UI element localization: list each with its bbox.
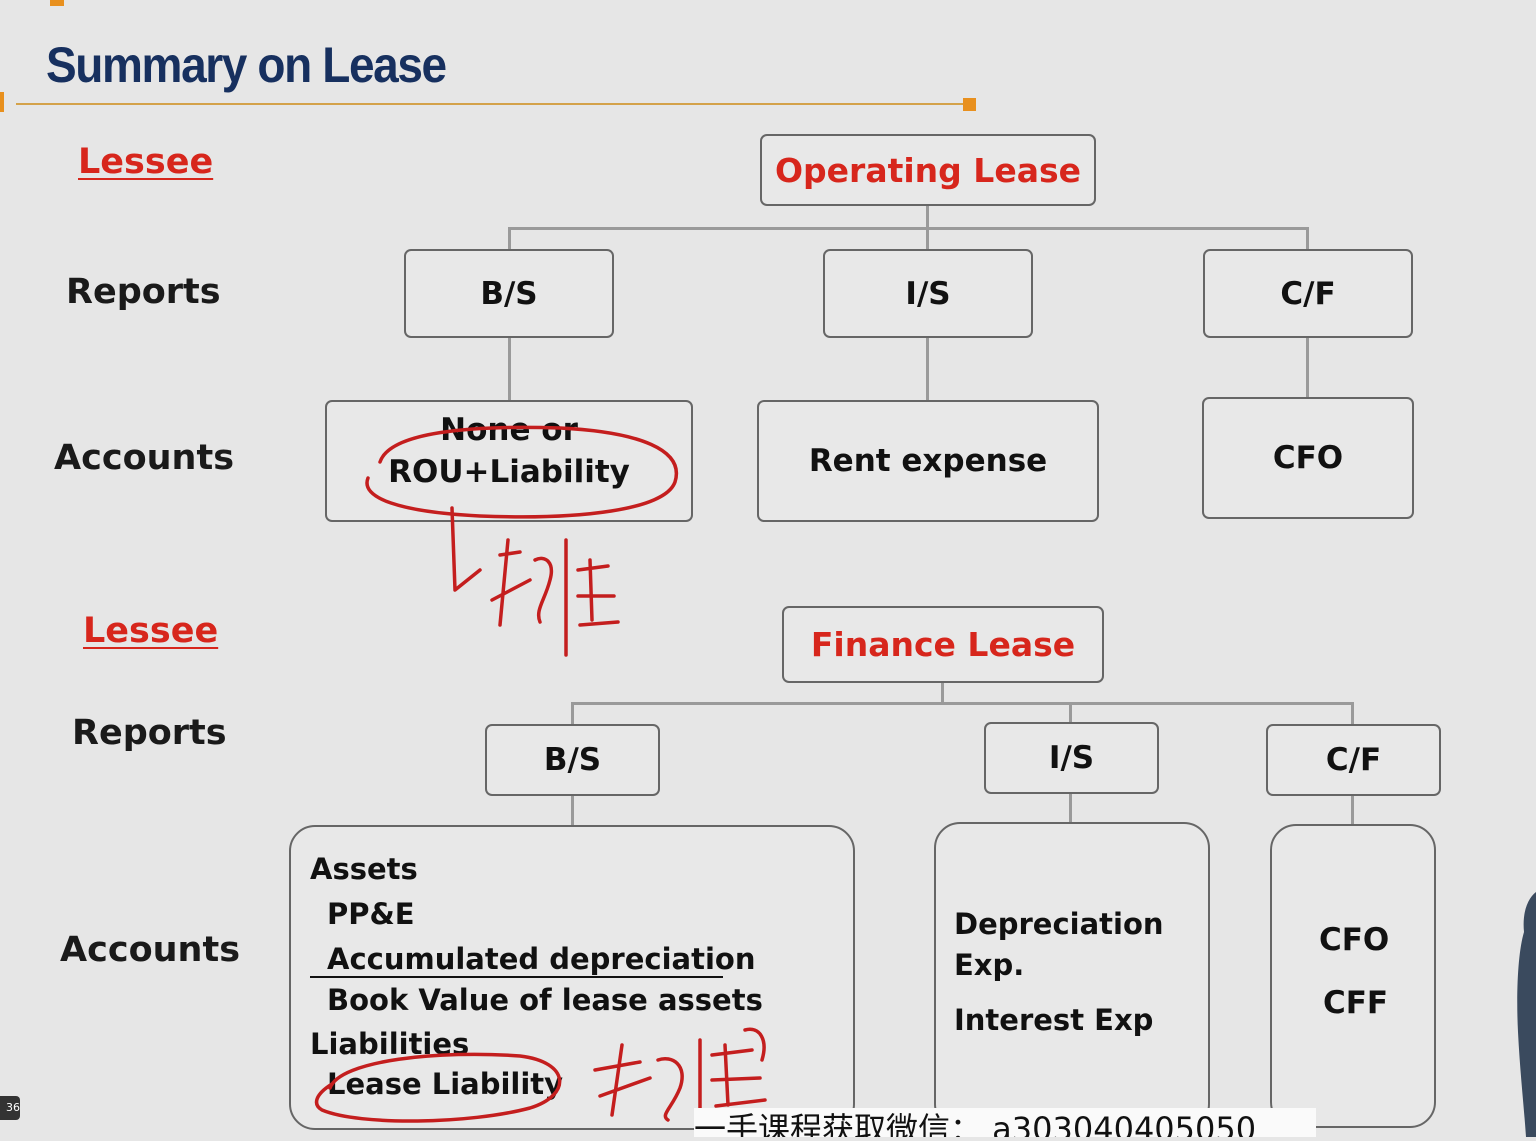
finance-is-depreciation-exp: Exp. — [954, 948, 1025, 982]
finance-bs-book-value: Book Value of lease assets — [327, 983, 763, 1017]
finance-bs-accumulated-depreciation: Accumulated depreciation — [327, 942, 756, 976]
finance-cf-cfo: CFO — [1319, 922, 1390, 958]
finance-bs-assets-heading: Assets — [310, 852, 418, 886]
connector — [571, 702, 1354, 705]
accounts-row-label-operating: Accounts — [54, 438, 235, 478]
finance-is-report: I/S — [984, 722, 1159, 794]
operating-lease-root: Operating Lease — [760, 134, 1096, 206]
operating-is-accounts: Rent expense — [757, 400, 1099, 522]
finance-cf-report: C/F — [1266, 724, 1441, 796]
accounts-row-label-finance: Accounts — [60, 930, 241, 970]
operating-bs-report: B/S — [404, 249, 614, 338]
finance-is-interest-exp: Interest Exp — [954, 1003, 1154, 1037]
finance-bs-ppe: PP&E — [327, 897, 415, 931]
connector — [1069, 702, 1072, 722]
lessee-heading-operating: Lessee — [78, 142, 214, 182]
title-underline — [16, 103, 968, 105]
connector — [1351, 795, 1354, 825]
finance-is-depreciation: Depreciation — [954, 907, 1164, 941]
lessee-heading-finance: Lessee — [83, 611, 219, 651]
finance-cf-cff: CFF — [1323, 985, 1389, 1021]
presenter-image — [1514, 892, 1536, 1137]
connector — [1069, 793, 1072, 823]
finance-cf-accounts — [1270, 824, 1436, 1128]
operating-bs-accounts-line1: None or — [440, 412, 578, 449]
connector — [508, 338, 511, 401]
ink-char-1 — [490, 538, 553, 627]
finance-bs-liabilities-heading: Liabilities — [310, 1027, 470, 1061]
title-rule-end-marker — [963, 98, 976, 111]
reports-row-label-finance: Reports — [72, 713, 227, 753]
connector — [508, 227, 1308, 230]
reports-row-label-operating: Reports — [66, 272, 221, 312]
connector — [926, 338, 929, 401]
operating-bs-accounts: None or ROU+Liability — [325, 400, 693, 522]
operating-bs-accounts-line2: ROU+Liability — [388, 454, 630, 490]
operating-is-report: I/S — [823, 249, 1033, 338]
connector — [571, 702, 574, 724]
video-timestamp-badge: 36 — [0, 1096, 20, 1120]
connector — [571, 795, 574, 826]
operating-cf-accounts: CFO — [1202, 397, 1414, 519]
connector — [1351, 702, 1354, 724]
connector — [1306, 227, 1309, 250]
subtitle-text: 一手课程获取微信： a303040405050 — [694, 1110, 1257, 1137]
finance-is-accounts — [934, 822, 1210, 1130]
connector — [941, 682, 944, 704]
slide-title: Summary on Lease — [46, 37, 447, 93]
operating-cf-report: C/F — [1203, 249, 1413, 338]
finance-bs-report: B/S — [485, 724, 660, 796]
slide-corner-marker — [50, 0, 64, 6]
subtotal-rule — [310, 976, 723, 978]
connector — [1306, 338, 1309, 398]
slide-edge-marker — [0, 92, 4, 112]
ink-char-2 — [564, 538, 620, 657]
finance-lease-root: Finance Lease — [782, 606, 1104, 683]
connector — [508, 227, 511, 250]
finance-bs-lease-liability: Lease Liability — [327, 1067, 564, 1101]
subtitle-overlay: 一手课程获取微信： a303040405050 — [694, 1108, 1316, 1137]
